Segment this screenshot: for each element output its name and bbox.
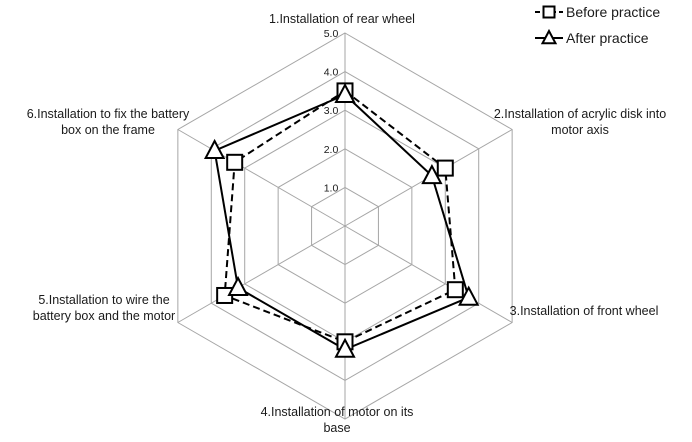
series-2-point-1: [334, 82, 356, 104]
radial-tick-labels: 1.0 2.0 3.0 4.0 5.0: [324, 28, 339, 194]
axis-label-6-line-2: box on the frame: [61, 123, 155, 137]
axis-label-2-line-1: 2.Installation of acrylic disk into: [494, 107, 666, 121]
axis-label-2: 2.Installation of acrylic disk into motor…: [494, 107, 666, 137]
tick-label-1: 1.0: [324, 182, 339, 194]
axis-label-4: 4.Installation of motor on its base: [261, 405, 414, 435]
axis-label-1-line-1: 1.Installation of rear wheel: [269, 12, 415, 26]
axis-label-4-line-2: base: [323, 421, 350, 435]
series-1-point-2: [436, 159, 454, 177]
spoke-3: [344, 225, 513, 323]
axis-label-4-line-1: 4.Installation of motor on its: [261, 405, 414, 419]
series-1-point-6: [226, 153, 244, 171]
axis-label-6-line-1: 6.Installation to fix the battery: [27, 107, 190, 121]
tick-label-3: 3.0: [324, 105, 339, 117]
tick-label-4: 4.0: [324, 67, 339, 79]
legend-label-2: After practice: [566, 30, 649, 46]
axis-label-3-line-1: 3.Installation of front wheel: [510, 304, 659, 318]
series-2-point-3: [458, 285, 480, 306]
tick-label-5: 5.0: [324, 28, 339, 40]
series-2-markers: [203, 82, 480, 358]
data-series: [203, 82, 480, 358]
legend-marker-1: [542, 5, 556, 19]
series-2-line: [213, 93, 470, 351]
axis-labels: 1.Installation of rear wheel 2.Installati…: [27, 12, 666, 435]
legend-marker-2: [540, 28, 558, 45]
series-2: [213, 93, 470, 351]
series-1-line: [223, 89, 457, 343]
tick-label-2: 2.0: [324, 144, 339, 156]
series-2-point-4: [334, 337, 356, 358]
legend-label-1: Before practice: [566, 4, 660, 20]
series-1: [223, 89, 457, 343]
series-1-point-3: [446, 281, 464, 299]
axis-label-3: 3.Installation of front wheel: [510, 304, 659, 318]
series-2-point-6: [203, 138, 226, 160]
axis-label-6: 6.Installation to fix the battery box on …: [27, 107, 190, 137]
axis-label-2-line-2: motor axis: [551, 123, 609, 137]
series-1-markers: [216, 82, 464, 351]
spoke-5: [177, 225, 346, 323]
axis-label-1: 1.Installation of rear wheel: [269, 12, 415, 26]
series-2-point-2: [421, 163, 443, 185]
spoke-6: [177, 129, 346, 227]
axis-label-5-line-1: 5.Installation to wire the: [38, 293, 169, 307]
axis-label-5-line-2: battery box and the motor: [33, 309, 175, 323]
axis-label-5: 5.Installation to wire the battery box an…: [33, 293, 175, 323]
series-2-point-5: [227, 275, 249, 297]
